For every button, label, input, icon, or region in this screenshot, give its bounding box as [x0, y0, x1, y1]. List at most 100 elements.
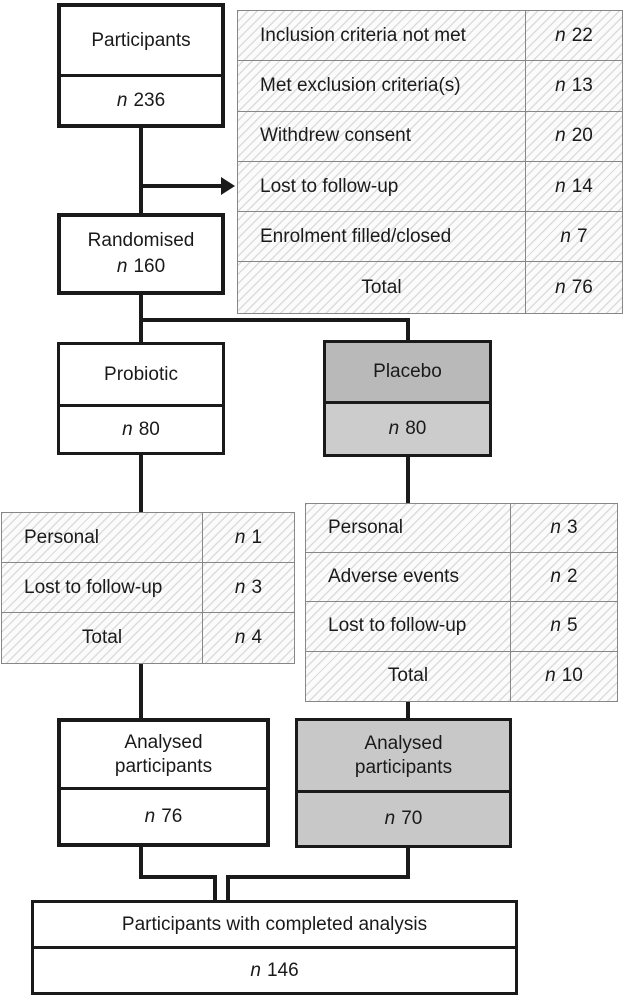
placebo-label: Placebo	[326, 343, 489, 404]
connector-analysed-placebo-down	[406, 848, 410, 879]
exclusion-row-n-value: 13	[571, 74, 593, 96]
n-symbol: n	[555, 276, 566, 298]
exclusion-row-label: Enrolment filled/closed	[238, 212, 526, 262]
n-symbol: n	[560, 225, 571, 247]
dropout-row-label: Personal	[2, 513, 203, 562]
exclusion-row-label: Met exclusion criteria(s)	[238, 61, 526, 111]
connector-probiotic-dropouts	[139, 453, 143, 514]
connector-bottom-right-horizontal	[226, 875, 410, 879]
connector-placebo-dropouts	[406, 455, 410, 505]
exclusion-row-label: Inclusion criteria not met	[238, 11, 526, 61]
n-symbol: n	[122, 418, 133, 440]
analysed-placebo-label-text: Analysed participants	[354, 732, 453, 778]
dropout-total-n-value: 10	[561, 665, 583, 687]
connector-bottom-left-horizontal	[139, 875, 217, 879]
dropout-row-n-value: 3	[251, 576, 263, 598]
arrow-right-icon	[221, 177, 235, 195]
connector-split-placebo	[406, 320, 410, 342]
exclusion-row-n-value: 20	[571, 125, 593, 147]
n-symbol: n	[550, 615, 561, 637]
participants-label: Participants	[61, 7, 221, 77]
dropout-row-label: Lost to follow-up	[306, 602, 511, 651]
connector-exclusion-arrow-shaft	[139, 184, 223, 188]
n-symbol: n	[555, 74, 566, 96]
n-symbol: n	[144, 805, 156, 827]
connector-bottom-right-drop	[226, 875, 230, 903]
n-symbol: n	[550, 517, 561, 539]
connector-dropouts-analysed-probiotic	[139, 660, 143, 720]
completed-analysis-n-value: 146	[266, 959, 299, 981]
dropout-row-label: Lost to follow-up	[2, 563, 203, 612]
n-symbol: n	[388, 418, 400, 439]
connector-participants-randomised	[139, 126, 143, 215]
n-symbol: n	[555, 125, 566, 147]
n-symbol: n	[550, 566, 561, 588]
exclusion-row-n-value: 7	[577, 225, 588, 247]
dropout-row-n-value: 2	[567, 566, 578, 588]
exclusion-row-label: Withdrew consent	[238, 111, 526, 161]
completed-analysis-label: Participants with completed analysis	[34, 903, 515, 949]
n-symbol: n	[250, 959, 261, 981]
connector-dropouts-analysed-placebo	[406, 698, 410, 720]
exclusion-row-label: Lost to follow-up	[238, 161, 526, 212]
dropout-row-n-value: 5	[567, 615, 578, 637]
n-symbol: n	[234, 526, 246, 548]
analysed-probiotic-label: Analysed participants	[61, 722, 266, 790]
n-symbol: n	[234, 627, 246, 648]
randomised-n-value: 160	[133, 256, 166, 277]
probiotic-n-value: 80	[138, 418, 160, 440]
dropout-total-n-value: 4	[251, 627, 263, 648]
placebo-n-value: 80	[405, 418, 427, 439]
connector-bottom-left-drop	[213, 875, 217, 903]
exclusion-total-n-value: 76	[571, 276, 593, 298]
analysed-probiotic-n-value: 76	[161, 805, 183, 827]
randomised-label: Randomised	[87, 230, 195, 251]
analysed-probiotic-label-text: Analysed participants	[114, 731, 213, 777]
dropout-row-label: Personal	[306, 504, 511, 553]
n-symbol: n	[234, 576, 246, 598]
exclusion-row-n-value: 22	[571, 24, 593, 46]
n-symbol: n	[555, 175, 566, 197]
dropout-total-label: Total	[306, 651, 511, 701]
probiotic-label: Probiotic	[60, 345, 222, 407]
n-symbol: n	[384, 808, 396, 829]
analysed-placebo-label: Analysed participants	[298, 721, 509, 793]
dropout-row-n-value: 3	[567, 517, 578, 539]
dropout-row-n-value: 1	[251, 526, 263, 548]
